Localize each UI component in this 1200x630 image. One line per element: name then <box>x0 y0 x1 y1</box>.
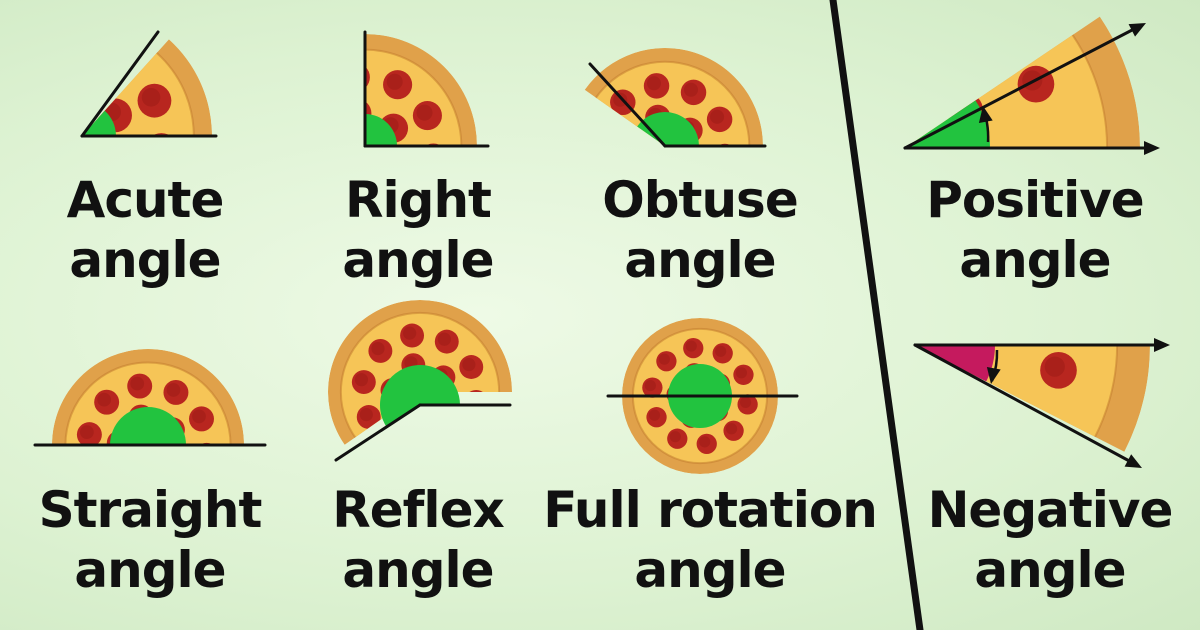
pepperoni <box>753 301 790 338</box>
pepperoni <box>464 390 488 414</box>
pepperoni <box>103 48 137 82</box>
pepperoni <box>54 39 88 73</box>
pepperoni <box>712 144 737 169</box>
pepperoni <box>381 430 405 454</box>
label-right-line2: angle <box>318 230 518 290</box>
pepperoni <box>876 182 913 219</box>
pepperoni <box>282 119 311 148</box>
label-acute-line2: angle <box>45 230 245 290</box>
pepperoni <box>866 0 903 22</box>
label-full-rotation-line2: angle <box>535 540 885 600</box>
label-reflex-line1: Reflex <box>318 480 518 540</box>
pepperoni <box>26 116 60 150</box>
label-reflex-line2: angle <box>318 540 518 600</box>
label-right: Right angle <box>318 170 518 290</box>
label-full-rotation-line1: Full rotation <box>535 480 885 540</box>
pepperoni <box>317 129 346 158</box>
pepperoni <box>826 322 863 359</box>
pepperoni <box>302 81 331 110</box>
pepperoni <box>623 131 648 156</box>
label-positive-line1: Positive <box>920 170 1150 230</box>
label-negative-line2: angle <box>925 540 1175 600</box>
negative-base-arrowhead <box>1154 338 1170 352</box>
label-full-rotation: Full rotation angle <box>535 480 885 600</box>
pepperoni <box>0 154 26 188</box>
pepperoni <box>416 437 440 461</box>
label-reflex: Reflex angle <box>318 480 518 600</box>
pepperoni <box>56 81 90 115</box>
pepperoni <box>9 61 43 95</box>
pepperoni <box>419 143 448 172</box>
positive-base-arrowhead <box>1144 141 1160 155</box>
pepperoni <box>818 258 855 295</box>
label-negative: Negative angle <box>925 480 1175 600</box>
pepperoni <box>288 162 317 191</box>
pepperoni <box>158 451 183 476</box>
pepperoni <box>870 61 907 98</box>
label-obtuse-line2: angle <box>580 230 820 290</box>
label-acute-line1: Acute <box>45 170 245 230</box>
label-right-line1: Right <box>318 170 518 230</box>
label-negative-line1: Negative <box>925 480 1175 540</box>
pepperoni <box>998 431 1035 468</box>
label-straight-line2: angle <box>30 540 270 600</box>
pepperoni <box>880 258 917 295</box>
pepperoni <box>592 123 617 148</box>
pepperoni <box>194 443 219 468</box>
pepperoni <box>0 105 20 139</box>
label-obtuse-line1: Obtuse <box>580 170 820 230</box>
pepperoni <box>144 133 178 167</box>
pepperoni <box>448 421 472 445</box>
label-straight-line1: Straight <box>30 480 270 540</box>
label-positive: Positive angle <box>920 170 1150 290</box>
pepperoni <box>956 289 993 326</box>
pepperoni <box>955 1 992 38</box>
pepperoni <box>785 25 822 62</box>
label-positive-line2: angle <box>920 230 1150 290</box>
label-acute: Acute angle <box>45 170 245 290</box>
label-straight: Straight angle <box>30 480 270 600</box>
label-obtuse: Obtuse angle <box>580 170 820 290</box>
